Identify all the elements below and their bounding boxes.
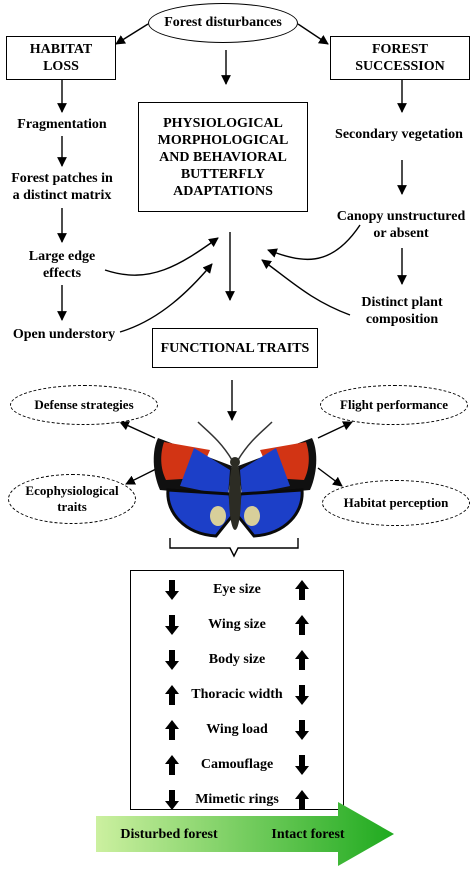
arrow-up-icon (295, 650, 309, 670)
forest-patches-line2: a distinct matrix (12, 188, 112, 203)
adaptations-line4: BUTTERFLY (180, 166, 266, 182)
trait-row: Camouflage (130, 753, 344, 777)
habitat-perception-label: Habitat perception (343, 495, 449, 510)
trait-name: Wing load (206, 722, 268, 737)
butterfly-body (229, 462, 241, 530)
butterfly-head (230, 457, 240, 467)
defense-strategies-oval: Defense strategies (10, 385, 158, 425)
edge-effects-line2: effects (42, 266, 82, 281)
arrow-down-icon (295, 720, 309, 740)
butterfly-blue-left (180, 448, 230, 496)
trait-name: Mimetic rings (195, 792, 279, 807)
butterfly-pale-spot-right (244, 506, 260, 526)
arrow-up-icon (165, 755, 179, 775)
functional-traits-label: FUNCTIONAL TRAITS (160, 340, 310, 356)
trait-name: Camouflage (200, 757, 274, 772)
brace (169, 538, 299, 558)
trait-row: Thoracic width (130, 683, 344, 707)
butterfly-antenna-right (237, 421, 273, 461)
arrow-down-icon (165, 790, 179, 810)
flight-performance-oval: Flight performance (320, 385, 468, 425)
habitat-loss-line2: LOSS (43, 59, 79, 74)
secondary-vegetation-label: Secondary vegetation (335, 127, 463, 142)
forest-disturbances-label: Forest disturbances (164, 15, 282, 30)
trait-row: Wing load (130, 718, 344, 742)
butterfly-pale-spot-left (210, 506, 226, 526)
adaptations-line2: MORPHOLOGICAL (157, 132, 289, 148)
functional-traits-box: FUNCTIONAL TRAITS (152, 328, 318, 368)
forest-patches-label: Forest patches in a distinct matrix (0, 170, 124, 204)
defense-strategies-label: Defense strategies (34, 397, 134, 412)
trait-row: Eye size (130, 578, 344, 602)
trait-name: Body size (208, 652, 266, 667)
ecophysiological-line2: traits (57, 499, 87, 514)
trait-row: Body size (130, 648, 344, 672)
trait-name: Thoracic width (191, 687, 283, 702)
curve-canopy-to-adaptations (267, 224, 361, 260)
canopy-label: Canopy unstructured or absent (330, 208, 472, 242)
gradient-arrow-shape (96, 802, 394, 866)
trait-row: Mimetic rings (130, 788, 344, 812)
habitat-loss-box: HABITAT LOSS (6, 36, 116, 80)
arrow-down-icon (165, 580, 179, 600)
forest-succession-line2: SUCCESSION (355, 59, 445, 74)
plant-composition-line2: composition (365, 312, 439, 327)
edge-effects-label: Large edge effects (12, 248, 112, 282)
butterfly-antenna-left (197, 421, 233, 461)
arrow-to-forest-succession (297, 23, 329, 45)
intact-forest-label: Intact forest (271, 827, 345, 842)
arrow-down-icon (295, 755, 309, 775)
trait-name: Eye size (213, 582, 261, 597)
adaptations-line5: ADAPTATIONS (173, 183, 273, 199)
fragmentation-label: Fragmentation (17, 117, 107, 132)
plant-composition-line1: Distinct plant (361, 295, 443, 310)
curve-edge-to-adaptations (104, 237, 219, 276)
trait-row: Wing size (130, 613, 344, 637)
flight-performance-label: Flight performance (340, 397, 448, 412)
plant-composition-label: Distinct plant composition (346, 294, 458, 328)
arrow-down-icon (165, 650, 179, 670)
curve-plant-to-adaptations (261, 259, 351, 316)
arrow-up-icon (165, 720, 179, 740)
adaptations-line3: AND BEHAVIORAL (159, 149, 287, 165)
adaptations-box: PHYSIOLOGICAL MORPHOLOGICAL AND BEHAVIOR… (138, 102, 308, 212)
habitat-perception-oval: Habitat perception (322, 480, 470, 526)
arrow-to-habitat-loss (115, 23, 149, 45)
forest-patches-line1: Forest patches in (11, 171, 113, 186)
arrow-down-icon (165, 615, 179, 635)
open-understory-label: Open understory (12, 327, 116, 342)
disturbed-forest-label: Disturbed forest (120, 827, 218, 842)
forest-disturbances-node: Forest disturbances (148, 3, 298, 43)
forest-gradient-arrow (96, 802, 394, 866)
canopy-line2: or absent (373, 226, 429, 241)
arrow-up-icon (295, 790, 309, 810)
arrow-down-icon (295, 685, 309, 705)
arrow-to-ecophys (125, 467, 159, 485)
edge-effects-line1: Large edge (28, 249, 96, 264)
curve-understory-to-adaptations (119, 263, 213, 333)
butterfly-illustration (153, 421, 317, 538)
arrow-up-icon (165, 685, 179, 705)
arrow-to-habitat (317, 467, 343, 487)
forest-succession-box: FOREST SUCCESSION (330, 36, 470, 80)
traits-table (130, 570, 344, 810)
ecophysiological-line1: Ecophysiological (25, 483, 119, 498)
arrow-to-defense (119, 421, 156, 439)
ecophysiological-traits-oval: Ecophysiological traits (8, 474, 136, 524)
adaptations-line1: PHYSIOLOGICAL (163, 115, 283, 131)
arrow-to-flight (317, 421, 353, 439)
forest-succession-line1: FOREST (371, 42, 428, 57)
butterfly-blue-right (240, 448, 290, 496)
trait-name: Wing size (208, 617, 266, 632)
canopy-line1: Canopy unstructured (336, 209, 466, 224)
arrow-up-icon (295, 580, 309, 600)
habitat-loss-line1: HABITAT (29, 42, 93, 57)
arrow-up-icon (295, 615, 309, 635)
